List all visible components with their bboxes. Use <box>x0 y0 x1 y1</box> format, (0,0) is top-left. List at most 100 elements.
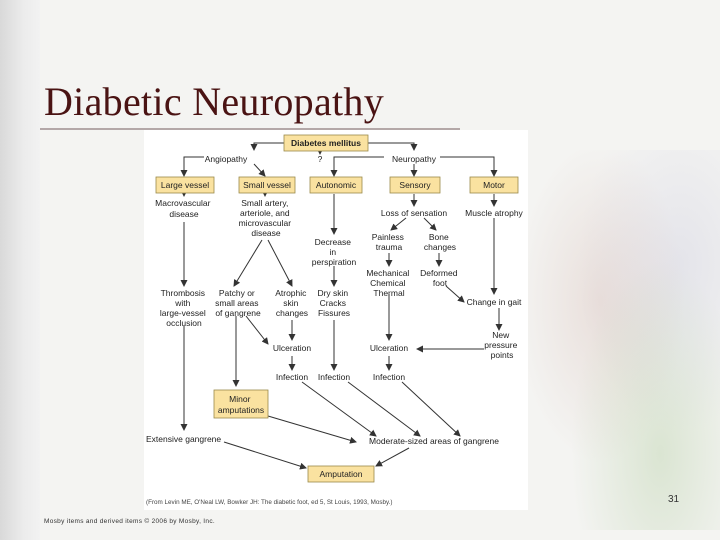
node-deformed-line2: foot <box>433 278 448 288</box>
node-amputation-label: Amputation <box>320 469 363 479</box>
node-small-vessel <box>238 176 296 194</box>
svg-text:Decrease in perspirati: Decrease in perspiration <box>312 237 357 267</box>
svg-text:New pressure points: New pressure points <box>484 330 519 360</box>
node-diabetes-mellitus <box>283 134 369 152</box>
node-sensory <box>389 176 441 194</box>
node-macrovascular-line2: disease <box>169 209 199 219</box>
node-extensive-gangrene: Extensive gangrene <box>146 434 221 444</box>
node-bone-line1: Bone <box>429 232 449 242</box>
svg-text:Atrophic skin changes: Atrophic skin changes <box>275 288 309 318</box>
copyright-footer: Mosby items and derived items © 2006 by … <box>44 518 215 525</box>
arrow-moderate-amputation <box>375 447 410 467</box>
arrow-root-angiopathy <box>250 142 284 151</box>
node-small-vessel-label: Small vessel <box>243 180 291 190</box>
svg-text:Painless trauma: Painless trauma <box>372 232 407 252</box>
node-motor <box>469 176 519 194</box>
node-change-in-gait: Change in gait <box>467 297 522 307</box>
node-unknown-cause: ? <box>318 154 323 164</box>
node-atrophic-line3: changes <box>276 308 308 318</box>
node-autonomic-label: Autonomic <box>316 180 357 190</box>
node-neuropathy: Neuropathy <box>392 154 437 164</box>
node-thrombosis-line3: large-vessel <box>160 308 206 318</box>
arrow-infection1-moderate <box>301 381 377 437</box>
node-dryskin-line3: Fissures <box>318 308 350 318</box>
node-patchy-line2: small areas <box>215 298 258 308</box>
node-sensory-label: Sensory <box>399 180 431 190</box>
svg-text:Small artery, arteriole, a: Small artery, arteriole, and microvascul… <box>239 198 294 238</box>
node-amputation <box>307 465 375 483</box>
node-decrease-line1: Decrease <box>315 237 352 247</box>
node-bone-line2: changes <box>424 242 456 252</box>
svg-text:Macrovascular disease: Macrovascular disease <box>155 198 213 219</box>
svg-text:Bone changes: Bone changes <box>424 232 456 252</box>
title-underline <box>40 128 460 130</box>
node-mechanical-line3: Thermal <box>373 288 404 298</box>
svg-text:Dry skin Cracks Fissur: Dry skin Cracks Fissures <box>317 288 350 318</box>
node-painless-line1: Painless <box>372 232 404 242</box>
arrow-minor-moderate <box>267 415 357 444</box>
node-small-artery-line4: disease <box>251 228 281 238</box>
arrow-root-neuropathy <box>368 142 418 151</box>
node-angiopathy: Angiopathy <box>205 154 248 164</box>
node-ulceration-left: Ulceration <box>273 343 312 353</box>
left-accent-strip <box>0 0 40 540</box>
node-minor-amputations-line1: Minor <box>229 394 250 404</box>
node-minor-amputations-line2: amputations <box>218 405 264 415</box>
arrow-loss-painless <box>390 217 407 231</box>
background-cell-illustration <box>520 150 720 530</box>
arrow-infection2-moderate <box>347 381 421 437</box>
arrow-angio-small <box>253 163 266 177</box>
arrow-loss-bone <box>423 217 437 231</box>
svg-text:Patchy or small areas: Patchy or small areas of gangrene <box>215 288 261 318</box>
node-thrombosis-line1: Thrombosis <box>161 288 205 298</box>
arrow-small-patchy <box>233 239 263 287</box>
svg-text:Thrombosis with large-: Thrombosis with large-vessel occlusion <box>160 288 208 328</box>
arrow-patchy-ulceration <box>245 315 269 345</box>
node-dryskin-line1: Dry skin <box>317 288 348 298</box>
flowchart-figure: Diabetes mellitus Large vessel Small ves… <box>144 130 528 510</box>
node-thrombosis-line4: occlusion <box>166 318 202 328</box>
svg-text:Deformed foot: Deformed foot <box>420 268 460 288</box>
node-deformed-line1: Deformed <box>420 268 458 278</box>
node-large-vessel-label: Large vessel <box>161 180 209 190</box>
node-infection-1: Infection <box>276 372 308 382</box>
arrow-neuro-motor <box>440 156 498 177</box>
node-loss-of-sensation: Loss of sensation <box>381 208 447 218</box>
flow-arrows <box>180 142 503 470</box>
node-decrease-line3: perspiration <box>312 257 357 267</box>
node-atrophic-line1: Atrophic <box>275 288 307 298</box>
node-decrease-line2: in <box>330 247 337 257</box>
node-macrovascular-line1: Macrovascular <box>155 198 210 208</box>
node-newpressure-line3: points <box>491 350 514 360</box>
node-motor-label: Motor <box>483 180 505 190</box>
node-diabetes-mellitus-label: Diabetes mellitus <box>291 138 361 148</box>
node-ulceration-right: Ulceration <box>370 343 409 353</box>
node-moderate-gangrene: Moderate-sized areas of gangrene <box>369 436 499 446</box>
node-infection-2: Infection <box>318 372 350 382</box>
node-patchy-line1: Patchy or <box>219 288 255 298</box>
node-mechanical-line2: Chemical <box>370 278 406 288</box>
node-small-artery-line3: microvascular <box>239 218 292 228</box>
svg-text:Mechanical Chemical Th: Mechanical Chemical Thermal <box>366 268 411 298</box>
node-infection-3: Infection <box>373 372 405 382</box>
node-small-artery-line1: Small artery, <box>241 198 288 208</box>
node-thrombosis-line2: with <box>174 298 190 308</box>
node-patchy-line3: of gangrene <box>215 308 261 318</box>
arrow-extensive-amputation <box>223 441 307 470</box>
arrow-infection3-moderate <box>401 381 461 437</box>
node-muscle-atrophy: Muscle atrophy <box>465 208 523 218</box>
slide-title: Diabetic Neuropathy <box>44 79 385 124</box>
node-newpressure-line2: pressure <box>484 340 517 350</box>
arrow-small-atrophic <box>267 239 293 287</box>
svg-text:Minor amputations: Minor amputations <box>218 394 264 415</box>
node-large-vessel <box>155 176 215 194</box>
node-atrophic-line2: skin <box>283 298 298 308</box>
node-painless-line2: trauma <box>376 242 403 252</box>
arrow-angio-large <box>180 156 204 177</box>
arrow-neuro-autonomic <box>330 156 384 177</box>
slide-number: 31 <box>668 494 680 505</box>
node-minor-amputations <box>213 389 269 419</box>
arrow-deformed-gait <box>445 285 465 303</box>
figure-source-citation: (From Levin ME, O'Neal LW, Bowker JH: Th… <box>146 499 393 506</box>
node-dryskin-line2: Cracks <box>320 298 346 308</box>
